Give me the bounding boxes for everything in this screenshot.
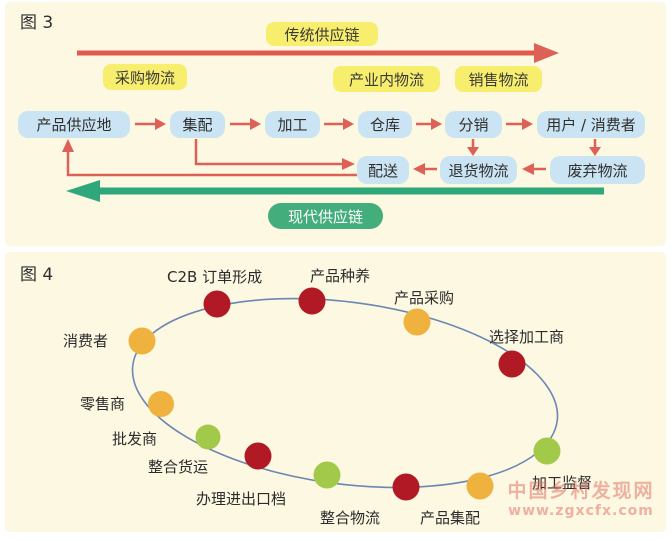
node-processing: 加工	[265, 111, 320, 138]
stage-label-intra-industry-logistics: 产业内物流	[333, 66, 440, 92]
watermark-site-name: 中国乡村发现网	[507, 480, 655, 502]
stage-label-procurement-logistics: 采购物流	[103, 64, 187, 90]
traditional-supply-chain-banner: 传统供应链	[266, 22, 378, 46]
label-process-supervision: 加工监督	[532, 474, 593, 492]
watermark-site-url: www.zgxcfx.com	[508, 502, 654, 519]
node-return-logistics: 退货物流	[440, 156, 517, 184]
node-distribution: 分销	[445, 111, 502, 138]
label-import-export-docs: 办理进出口档	[196, 490, 287, 508]
label-integrate-logistics: 整合物流	[320, 509, 381, 527]
node-collection: 集配	[170, 111, 225, 138]
label-consumer: 消费者	[63, 332, 109, 350]
node-user-consumer: 用户 / 消费者	[537, 111, 645, 138]
modern-supply-chain-banner: 现代供应链	[268, 203, 383, 229]
label-wholesaler: 批发商	[112, 430, 158, 448]
figure3-title: 图 3	[20, 13, 54, 33]
figure4-title: 图 4	[20, 265, 54, 285]
label-product-purchase: 产品采购	[394, 289, 455, 307]
site-watermark: 中国乡村发现网 www.zgxcfx.com	[494, 480, 668, 519]
label-product-farming: 产品种养	[310, 267, 371, 285]
node-waste-logistics: 废弃物流	[550, 156, 645, 184]
label-c2b-order: C2B 订单形成	[167, 268, 263, 286]
label-choose-processor: 选择加工商	[489, 328, 565, 346]
node-warehouse: 仓库	[358, 111, 412, 138]
stage-label-sales-logistics: 销售物流	[455, 66, 542, 92]
label-retailer: 零售商	[80, 395, 126, 413]
label-product-assembly: 产品集配	[420, 509, 481, 527]
label-integrate-freight: 整合货运	[148, 458, 209, 476]
node-product-source: 产品供应地	[18, 111, 130, 138]
node-delivery: 配送	[357, 156, 409, 184]
